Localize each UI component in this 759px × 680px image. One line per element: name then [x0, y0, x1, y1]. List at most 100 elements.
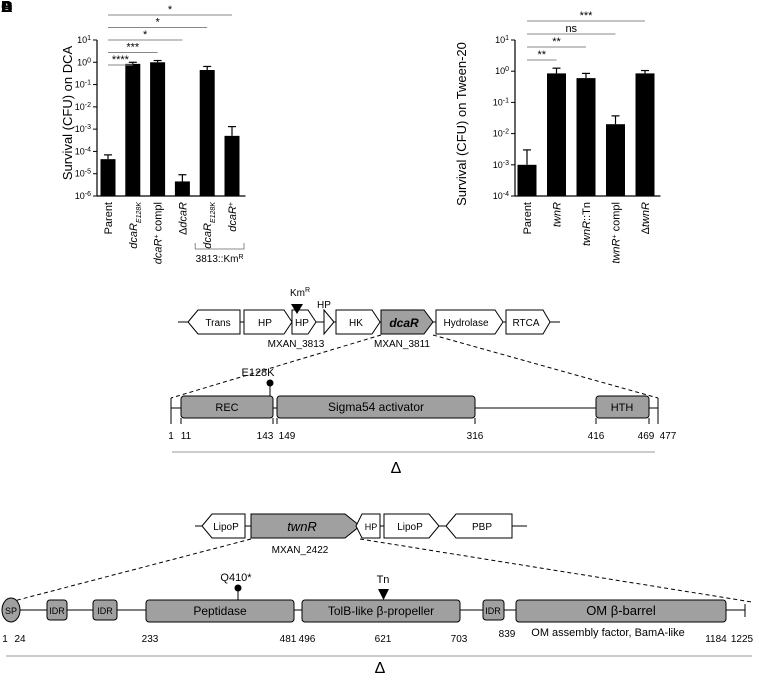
b-category-3: twnR+ compl [611, 202, 623, 264]
c-mutation-label: E128K [241, 367, 275, 379]
b-ytick-label-0: 10-4 [493, 191, 509, 202]
d-pos-1: 1 [2, 634, 8, 645]
d-gene-twnr: twnR [250, 513, 361, 539]
b-category-4: ΔtwnR [640, 202, 652, 234]
a-ytick-label-7: 101 [77, 35, 91, 46]
a-bar-0 [100, 159, 116, 196]
panel-letter-a: A [1, 0, 13, 16]
c-domain-rec: REC [180, 395, 274, 419]
c-pos-477: 477 [660, 431, 677, 442]
a-bar-1 [125, 63, 141, 196]
a-sig-label-1: *** [126, 42, 140, 54]
d-gene-twnr-label: twnR [287, 519, 317, 534]
b-category-0: Parent [522, 202, 534, 234]
a-group-bracket [194, 243, 245, 250]
c-gene-hp-2: HP [291, 309, 317, 335]
c-pos-149: 149 [279, 431, 296, 442]
d-zoom-line-right [359, 538, 753, 603]
c-gene-hp-1-label: HP [258, 318, 272, 329]
b-bar-4 [635, 73, 655, 196]
a-bar-3 [174, 181, 190, 196]
c-gene-hp-2-label: HP [295, 318, 309, 329]
d-domain-om-barrel: OM β-barrel [515, 599, 727, 623]
d-pos-24: 24 [14, 634, 26, 645]
d-domain-idr-2: IDR [92, 599, 118, 621]
d-gene-lipop-1: LipoP [201, 513, 246, 539]
c-pos-11: 11 [181, 431, 192, 442]
a-ytick-label-6: 100 [77, 57, 91, 68]
b-ytick-label-3: 10-1 [493, 97, 509, 108]
d-domain-om-barrel-label: OM β-barrel [586, 603, 656, 618]
d-pos-621: 621 [375, 634, 392, 645]
d-pos-839: 839 [499, 629, 516, 640]
d-tn-marker-icon [378, 589, 389, 600]
d-gene-pbp: PBP [445, 513, 513, 539]
d-pos-1225: 1225 [731, 634, 754, 645]
b-ytick-label-5: 101 [495, 35, 509, 46]
b-bar-0 [517, 164, 537, 196]
chart-a-ylabel: Survival (CFU) on DCA [60, 45, 75, 180]
d-domain-idr-3-label: IDR [485, 606, 501, 616]
a-category-4: dcaRE128K [202, 202, 217, 249]
c-gene-rtca-label: RTCA [512, 318, 539, 329]
c-locus-right: MXAN_3811 [374, 339, 430, 350]
b-category-2: twnR::Tn [581, 202, 593, 246]
c-gene-trans: Trans [187, 309, 241, 335]
chart-b-ylabel: Survival (CFU) on Tween-20 [454, 42, 469, 206]
d-domain-peptidase-label: Peptidase [193, 604, 247, 618]
c-pos-1: 1 [168, 431, 174, 442]
a-category-2: dcaR+ compl [153, 202, 165, 264]
c-zoom-line-left [170, 334, 382, 399]
chart-a: Survival (CFU) on DCA 10-610-510-410-310… [60, 4, 246, 265]
c-gene-hk-label: HK [349, 318, 363, 329]
d-domain-peptidase: Peptidase [145, 599, 295, 623]
b-sig-label-0: ** [537, 49, 546, 61]
b-bar-3 [606, 124, 625, 196]
c-delta-label: Δ [391, 460, 402, 477]
b-sig-label-2: ns [565, 23, 577, 35]
d-domain-idr-1: IDR [46, 599, 68, 621]
d-note: OM assembly factor, BamA-like [531, 627, 684, 639]
d-locus: MXAN_2422 [272, 545, 329, 556]
a-sig-label-4: * [168, 4, 173, 16]
panel-letter-d: D [1, 0, 13, 16]
b-ytick-label-4: 100 [495, 66, 509, 77]
a-ytick-label-3: 10-3 [75, 124, 91, 135]
d-pos-233: 233 [142, 634, 159, 645]
c-zoom-line-right [432, 334, 659, 399]
b-bar-1 [547, 73, 566, 196]
a-category-3: ΔdcaR [177, 202, 189, 235]
d-gene-hp: HP [355, 513, 381, 539]
c-km-label: KmR [290, 287, 310, 299]
c-pos-143: 143 [257, 431, 274, 442]
a-ytick-label-1: 10-5 [75, 168, 91, 179]
d-gene-lipop-1-label: LipoP [213, 522, 239, 533]
c-domain-sigma54-label: Sigma54 activator [328, 400, 424, 414]
b-category-1: twnR [552, 202, 564, 227]
panel-d-gene-diagram: LipoP twnR HP LipoP PBP MXAN_2422 [1, 513, 754, 677]
c-gene-hk: HK [335, 309, 381, 335]
c-pos-316: 316 [467, 431, 484, 442]
a-bar-5 [224, 135, 240, 196]
d-delta-label: Δ [375, 660, 386, 675]
c-pos-416: 416 [588, 431, 605, 442]
b-sig-label-1: ** [552, 36, 561, 48]
d-domain-sp: SP [1, 597, 21, 623]
a-ytick-label-5: 10-1 [75, 79, 91, 90]
c-domain-hth: HTH [595, 395, 650, 419]
d-domain-tolb-label: TolB-like β-propeller [328, 604, 434, 618]
c-insertion-marker-icon [291, 304, 303, 314]
d-domain-idr-1-label: IDR [49, 606, 65, 616]
a-ytick-label-4: 10-2 [75, 101, 91, 112]
a-group-label: 3813::KmR [196, 254, 244, 266]
c-gene-hp-1: HP [243, 309, 293, 335]
c-gene-dcar: dcaR [380, 309, 434, 335]
d-gene-hp-label: HP [365, 522, 378, 532]
c-gene-hp-above-label: HP [317, 300, 331, 311]
c-gene-small [323, 308, 335, 336]
c-locus-left: MXAN_3813 [268, 339, 325, 350]
a-bar-2 [150, 62, 166, 197]
panel-c-gene-diagram: Trans HP HP HP HK dcaR [168, 287, 677, 477]
b-bar-2 [576, 78, 596, 196]
